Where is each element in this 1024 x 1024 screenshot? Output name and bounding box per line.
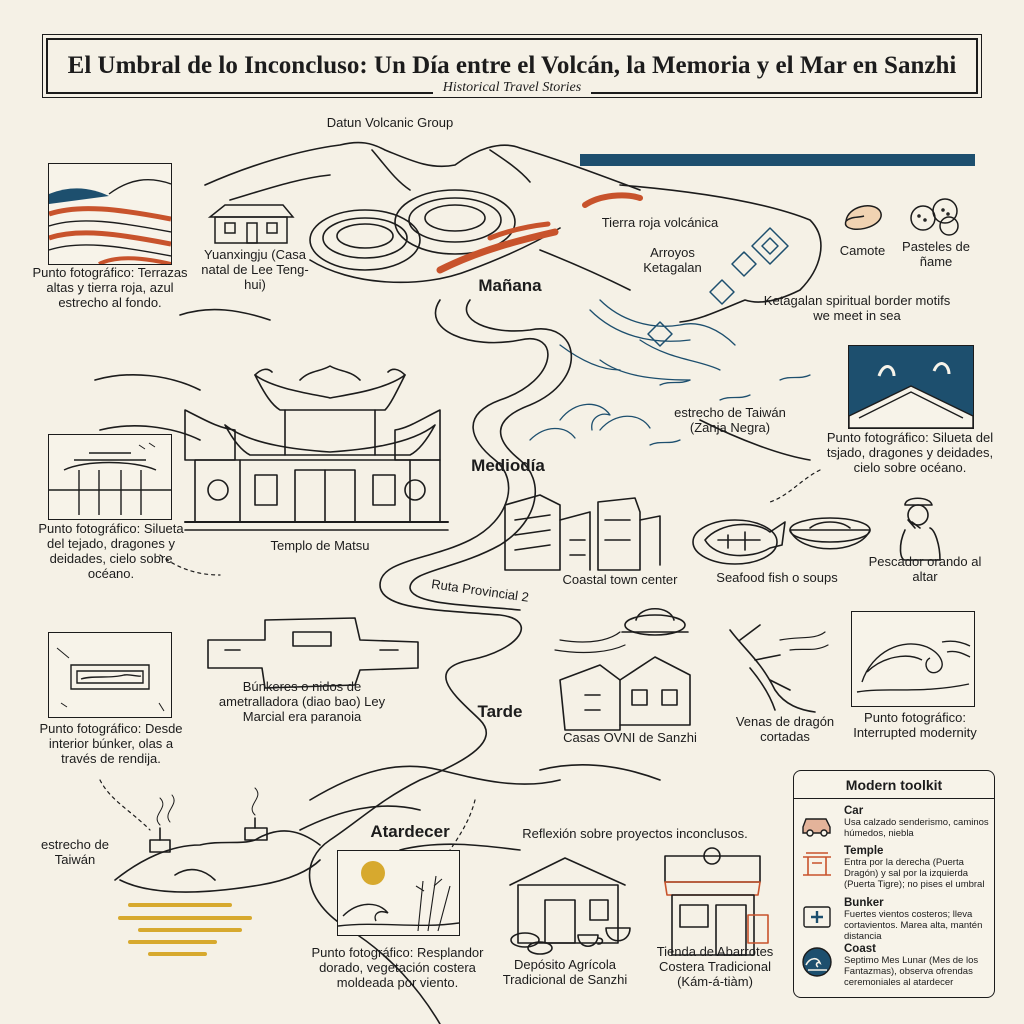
modern-toolkit-panel: Modern toolkit Car Usa calzado senderism… [793,770,995,998]
matsu-temple [184,365,449,531]
label-arroyos: Arroyos Ketagalan [643,245,702,275]
sunset-thumbnail [337,861,460,932]
label-templo: Templo de Matsu [270,538,370,553]
label-pasteles: Pasteles de ñame [902,239,970,269]
ketagalan-streams [559,299,736,381]
label-casas-ovni: Casas OVNI de Sanzhi [563,730,697,745]
grocery-shop [664,847,769,956]
label-camote: Camote [839,243,886,258]
subtitle: Historical Travel Stories [0,80,1024,96]
caption-tejado-left: Punto fotográfico: Silueta del tejado, d… [38,521,184,581]
label-datun: Datun Volcanic Group [326,115,454,130]
section-manana: Mañana [478,276,542,295]
toolkit-bunker-desc: Fuertes vientos costeros; lleva cortavie… [844,909,983,942]
hill-outlines-left [94,308,271,441]
photo-panel-modernity [851,611,975,707]
agricultural-depot [509,857,631,955]
page-title: El Umbral de lo Inconcluso: Un Día entre… [67,52,957,79]
label-tienda: Tienda de Abarrotes Costera Tradicional … [656,944,774,989]
yuanxingju-house-icon [207,204,295,244]
toolkit-car-name: Car [844,805,864,817]
wave-thumbnail [856,640,971,693]
photo-panel-sunset [337,850,460,936]
toolkit-title: Modern toolkit [794,771,994,799]
coastal-town [504,494,661,571]
hill-outlines-lower [299,764,661,851]
coastline [619,184,822,461]
photo-panel-roof-left [48,434,172,520]
caption-resplandor: Punto fotográfico: Resplandor dorado, ve… [311,945,484,990]
terraced-hills [309,189,643,291]
volcano-mountains [204,141,975,201]
toolkit-temple-name: Temple [844,845,884,857]
photo-panel-roof-right [848,345,974,429]
praying-fisherman [899,497,941,561]
sweet-potato-icon [844,205,882,230]
toolkit-car-desc: Usa calzado senderismo, caminos húmedos,… [844,817,989,839]
toolkit-bunker-name: Bunker [844,897,884,909]
label-deposito: Depósito Agrícola Tradicional de Sanzhi [502,957,628,987]
toolkit-item-car: Car Usa calzado senderismo, caminos húme… [800,805,989,845]
strait-waves [529,374,811,446]
photo-panel-terraces [48,163,172,266]
first-aid-icon [803,906,831,928]
label-pescador: Pescador orando al altar [868,554,982,584]
gate-thumbnail [49,442,171,515]
photo-panel-bunker [48,632,172,718]
label-venas: Venas de dragón cortadas [735,714,835,744]
label-reflexion: Reflexión sobre proyectos inconclusos. [522,826,748,841]
caption-tejado-right: Punto fotográfico: Silueta del tsjado, d… [826,430,994,475]
caption-bunker: Punto fotográfico: Desde interior búnker… [39,721,183,766]
toolkit-temple-desc: Entra por la derecha (Puerta Dragón) y s… [844,857,985,890]
toolkit-coast-name: Coast [844,943,876,955]
route-path [308,299,573,1024]
label-ketagalan-motifs: Ketagalan spiritual border motifs we mee… [763,293,951,323]
dragon-veins [729,624,816,713]
golden-sea [118,903,252,956]
temple-icon [803,852,831,876]
ketagalan-diamond-motifs [647,227,789,347]
label-tierra-roja: Tierra roja volcánica [601,215,719,230]
section-atardecer: Atardecer [370,822,450,841]
terraces-thumbnail [48,179,172,266]
roof-silhouette-thumbnail [848,346,974,429]
toolkit-item-temple: Temple Entra por la derecha (Puerta Drag… [800,845,988,895]
subtitle-text: Historical Travel Stories [432,80,592,95]
wind-lines [554,631,829,654]
toolkit-item-coast: Coast Septimo Mes Lunar (Mes de los Fant… [800,943,988,993]
caption-terrazas: Punto fotográfico: Terrazas altas y tier… [32,265,188,310]
label-estrecho-taiwan: estrecho de Taiwán [41,837,109,867]
bunker-slit-thumbnail [56,647,165,712]
bunker-illustration [207,617,419,689]
section-mediodia: Mediodía [471,456,545,475]
label-estrecho-zanja: estrecho de Taiwán (Zanja Negra) [674,405,786,435]
wave-icon [802,947,832,977]
ufo-houses [559,607,691,731]
section-tarde: Tarde [477,702,523,721]
toolkit-coast-desc: Septimo Mes Lunar (Mes de los Fantazmas)… [844,955,979,988]
label-coastal-town: Coastal town center [562,572,678,587]
caption-modernity: Punto fotográfico: Interrupted modernity [853,710,977,740]
label-bunkeres: Búnkeres o nidos de ametralladora (diao … [218,679,386,724]
taro-cakes-icon [910,198,959,236]
seafood-dishes [692,517,871,565]
car-icon [802,818,831,837]
label-yuanxingju: Yuanxingju (Casa natal de Lee Teng-hui) [201,247,309,292]
label-seafood: Seafood fish o soups [716,570,838,585]
toolkit-item-bunker: Bunker Fuertes vientos costeros; lleva c… [800,897,988,943]
dotted-leaders [99,469,821,851]
coastal-factories [114,787,321,893]
